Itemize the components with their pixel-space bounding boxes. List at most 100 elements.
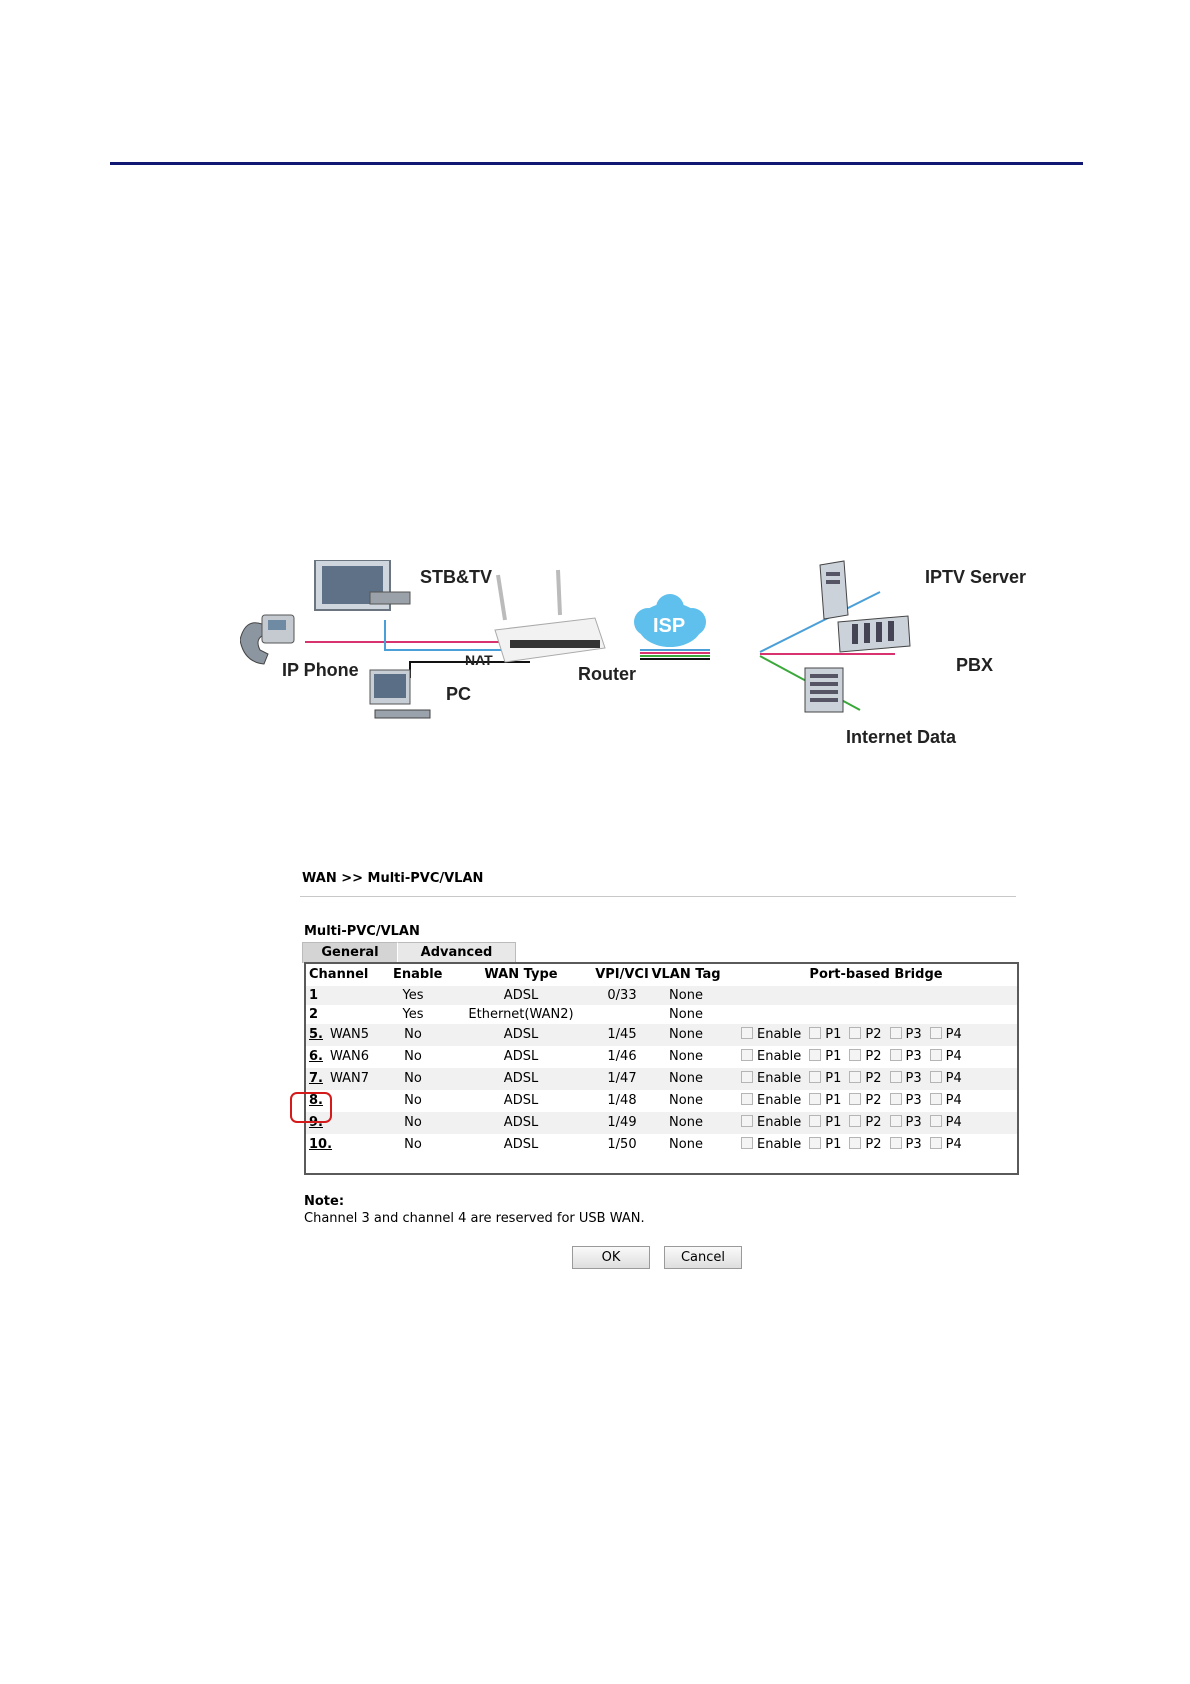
port-p1-checkbox[interactable] bbox=[809, 1092, 822, 1105]
port-p1-checkbox[interactable] bbox=[809, 1048, 822, 1061]
bridge-enable-label: Enable bbox=[757, 1027, 802, 1042]
channel-link[interactable]: 5. bbox=[309, 1027, 323, 1042]
port-p4-checkbox[interactable] bbox=[929, 1048, 942, 1061]
network-diagram: STB&TV IP Phone NAT PC Router ISP IPTV S… bbox=[240, 560, 1040, 790]
port-p2-checkbox[interactable] bbox=[849, 1092, 862, 1105]
port-p4-checkbox[interactable] bbox=[929, 1070, 942, 1083]
enable-value: Yes bbox=[402, 988, 424, 1003]
table-row: 9. No ADSL 1/49 None Enable P1 P2 P3 P4 bbox=[306, 1112, 1017, 1134]
header-vpi-vci: VPI/VCI bbox=[595, 967, 649, 982]
port-bridge-controls: Enable P1 P2 P3 P4 bbox=[741, 1092, 970, 1108]
wan-type-value: ADSL bbox=[503, 1137, 539, 1152]
note-text: Channel 3 and channel 4 are reserved for… bbox=[304, 1211, 645, 1226]
wan-type-value: ADSL bbox=[503, 1027, 539, 1042]
iptv-line bbox=[759, 591, 881, 653]
port-p1-checkbox[interactable] bbox=[809, 1136, 822, 1149]
channel-number: 2 bbox=[309, 1007, 319, 1022]
bridge-enable-label: Enable bbox=[757, 1115, 802, 1130]
port-p1-label: P1 bbox=[825, 1137, 842, 1152]
port-p4-label: P4 bbox=[945, 1071, 962, 1086]
cancel-button[interactable]: Cancel bbox=[664, 1246, 742, 1269]
channel-link[interactable]: 7. bbox=[309, 1071, 323, 1086]
bridge-enable-checkbox[interactable] bbox=[741, 1070, 753, 1083]
channel-link[interactable]: 10. bbox=[309, 1137, 333, 1152]
vlan-tag-value: None bbox=[669, 1093, 703, 1108]
port-p4-label: P4 bbox=[945, 1027, 962, 1042]
port-p4-checkbox[interactable] bbox=[929, 1026, 942, 1039]
port-p3-checkbox[interactable] bbox=[889, 1070, 902, 1083]
port-p1-checkbox[interactable] bbox=[809, 1026, 822, 1039]
port-p2-checkbox[interactable] bbox=[849, 1070, 862, 1083]
port-p1-label: P1 bbox=[825, 1093, 842, 1108]
vlan-tag-value: None bbox=[669, 1071, 703, 1086]
wan-type-value: ADSL bbox=[503, 1071, 539, 1086]
channel-link[interactable]: 6. bbox=[309, 1049, 323, 1064]
port-p1-checkbox[interactable] bbox=[809, 1114, 822, 1127]
ok-button[interactable]: OK bbox=[572, 1246, 650, 1269]
port-p2-label: P2 bbox=[865, 1115, 882, 1130]
tab-bar: General Advanced bbox=[302, 942, 516, 963]
bridge-enable-checkbox[interactable] bbox=[741, 1092, 753, 1105]
isp-label: ISP bbox=[653, 615, 686, 637]
header-rule bbox=[110, 162, 1083, 165]
vlan-tag-value: None bbox=[669, 1049, 703, 1064]
channel-link[interactable]: 8. bbox=[309, 1093, 323, 1108]
table-row: 5. WAN5 No ADSL 1/45 None Enable P1 P2 P… bbox=[306, 1024, 1017, 1046]
table-row: 8. No ADSL 1/48 None Enable P1 P2 P3 P4 bbox=[306, 1090, 1017, 1112]
wan-type-value: ADSL bbox=[503, 1115, 539, 1130]
enable-value: No bbox=[404, 1049, 422, 1064]
port-p3-label: P3 bbox=[905, 1093, 922, 1108]
port-p3-checkbox[interactable] bbox=[889, 1114, 902, 1127]
vlan-tag-value: None bbox=[669, 988, 703, 1003]
iptv-server-label: IPTV Server bbox=[925, 567, 1027, 587]
port-p3-checkbox[interactable] bbox=[889, 1048, 902, 1061]
port-p2-label: P2 bbox=[865, 1093, 882, 1108]
port-bridge-controls: Enable P1 P2 P3 P4 bbox=[741, 1048, 970, 1064]
port-p2-checkbox[interactable] bbox=[849, 1136, 862, 1149]
bridge-enable-checkbox[interactable] bbox=[741, 1048, 753, 1061]
port-p2-label: P2 bbox=[865, 1027, 882, 1042]
port-p4-checkbox[interactable] bbox=[929, 1114, 942, 1127]
header-port-bridge: Port-based Bridge bbox=[809, 967, 943, 982]
table-row: 1 Yes ADSL 0/33 None bbox=[306, 986, 1017, 1005]
port-p3-checkbox[interactable] bbox=[889, 1026, 902, 1039]
port-p2-label: P2 bbox=[865, 1049, 882, 1064]
pc-label: PC bbox=[446, 684, 472, 704]
bridge-enable-label: Enable bbox=[757, 1093, 802, 1108]
port-p1-checkbox[interactable] bbox=[809, 1070, 822, 1083]
channel-name: WAN7 bbox=[330, 1071, 370, 1086]
section-title: Multi-PVC/VLAN bbox=[304, 924, 420, 939]
port-p4-label: P4 bbox=[945, 1137, 962, 1152]
bridge-enable-checkbox[interactable] bbox=[741, 1114, 753, 1127]
port-p3-checkbox[interactable] bbox=[889, 1092, 902, 1105]
port-p4-label: P4 bbox=[945, 1115, 962, 1130]
tab-advanced[interactable]: Advanced bbox=[398, 942, 516, 963]
bridge-enable-checkbox[interactable] bbox=[741, 1136, 753, 1149]
iptv-server-icon bbox=[819, 560, 849, 620]
pbx-label: PBX bbox=[956, 655, 994, 675]
port-p4-checkbox[interactable] bbox=[929, 1092, 942, 1105]
port-p3-checkbox[interactable] bbox=[889, 1136, 902, 1149]
enable-value: Yes bbox=[402, 1007, 424, 1022]
port-bridge-controls: Enable P1 P2 P3 P4 bbox=[741, 1136, 970, 1152]
channel-8-highlight bbox=[290, 1092, 332, 1123]
port-p2-checkbox[interactable] bbox=[849, 1026, 862, 1039]
header-wan-type: WAN Type bbox=[484, 967, 558, 982]
tab-general[interactable]: General bbox=[302, 942, 398, 963]
port-p2-checkbox[interactable] bbox=[849, 1048, 862, 1061]
nat-label: NAT bbox=[465, 652, 493, 668]
note-title: Note: bbox=[304, 1194, 345, 1209]
header-vlan-tag: VLAN Tag bbox=[651, 967, 721, 982]
port-p3-label: P3 bbox=[905, 1027, 922, 1042]
bridge-enable-checkbox[interactable] bbox=[741, 1026, 753, 1039]
port-p3-label: P3 bbox=[905, 1071, 922, 1086]
port-p3-label: P3 bbox=[905, 1049, 922, 1064]
port-p2-checkbox[interactable] bbox=[849, 1114, 862, 1127]
diagram-graphics bbox=[240, 560, 911, 719]
table-row: 2 Yes Ethernet(WAN2) None bbox=[306, 1005, 1017, 1024]
ip-phone-label: IP Phone bbox=[282, 660, 359, 680]
ip-phone-icon bbox=[240, 614, 295, 665]
bridge-enable-label: Enable bbox=[757, 1049, 802, 1064]
port-p4-checkbox[interactable] bbox=[929, 1136, 942, 1149]
internet-data-icon bbox=[804, 667, 844, 713]
